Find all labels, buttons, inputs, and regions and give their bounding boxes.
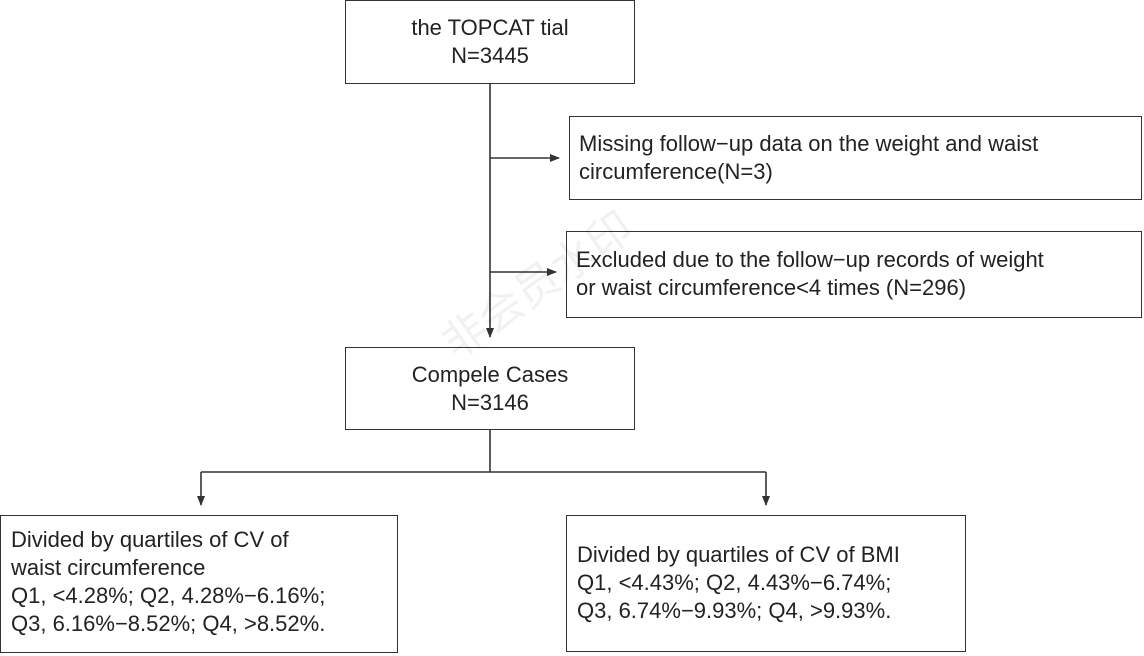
bmi-quartiles-box: Divided by quartiles of CV of BMI Q1, <4…	[566, 515, 966, 652]
waist-quartiles-line-3: Q1, <4.28%; Q2, 4.28%−6.16%;	[11, 583, 326, 608]
exclusion-records-line-1: Excluded due to the follow−up records of…	[576, 247, 1044, 272]
exclusion-records-line-2: or waist circumference<4 times (N=296)	[576, 275, 967, 300]
waist-quartiles-line-1: Divided by quartiles of CV of	[11, 527, 289, 552]
start-count: N=3445	[451, 43, 529, 68]
complete-cases-count: N=3146	[451, 390, 529, 415]
exclusion-missing-box: Missing follow−up data on the weight and…	[569, 116, 1142, 200]
exclusion-records-box: Excluded due to the follow−up records of…	[566, 231, 1142, 318]
bmi-quartiles-line-2: Q1, <4.43%; Q2, 4.43%−6.74%;	[577, 570, 892, 595]
waist-quartiles-line-2: waist circumference	[11, 555, 206, 580]
start-title: the TOPCAT tial	[411, 15, 569, 40]
waist-quartiles-box: Divided by quartiles of CV of waist circ…	[0, 515, 398, 653]
waist-quartiles-line-4: Q3, 6.16%−8.52%; Q4, >8.52%.	[11, 611, 326, 636]
exclusion-missing-line-2: circumference(N=3)	[579, 159, 773, 184]
start-box: the TOPCAT tial N=3445	[345, 0, 635, 84]
exclusion-missing-line-1: Missing follow−up data on the weight and…	[579, 131, 1039, 156]
bmi-quartiles-line-3: Q3, 6.74%−9.93%; Q4, >9.93%.	[577, 598, 892, 623]
complete-cases-title: Compele Cases	[411, 362, 569, 387]
complete-cases-box: Compele Cases N=3146	[345, 347, 635, 430]
bmi-quartiles-line-1: Divided by quartiles of CV of BMI	[577, 542, 900, 567]
